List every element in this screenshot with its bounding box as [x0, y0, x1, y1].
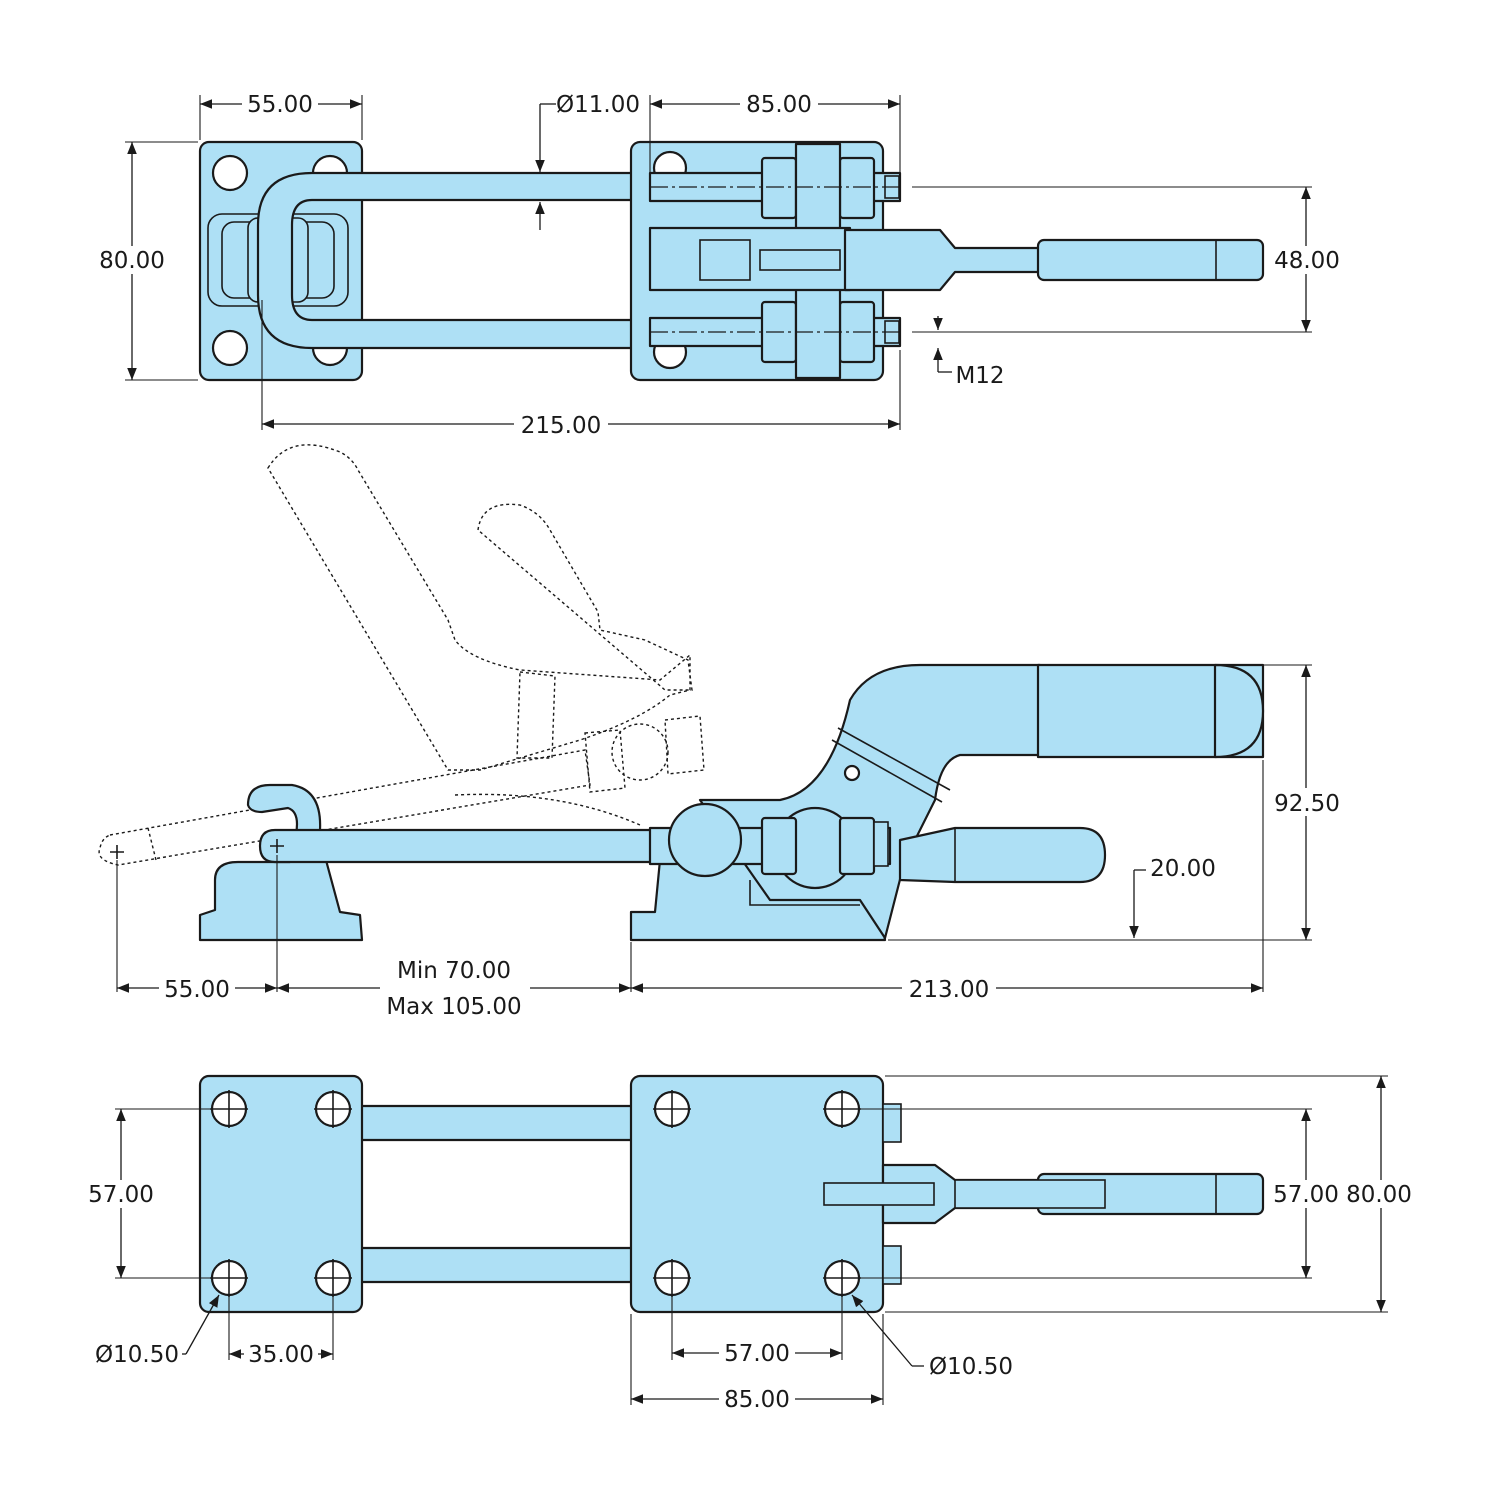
top-nut-1: [760, 156, 798, 220]
label-bg: [159, 974, 235, 1002]
dim-side-overall-length: 213.00: [909, 977, 989, 1003]
side-link-pivot: [667, 802, 743, 878]
dim-top-overall-length: 215.00: [521, 413, 601, 439]
dim-top-plate-height: 80.00: [99, 248, 165, 274]
bottom-view: [198, 1074, 1265, 1314]
label-bg: [719, 1385, 795, 1413]
bottom-linkage-tab: [823, 1182, 935, 1206]
label-bg: [514, 410, 608, 438]
side-view-dimensions: 92.50 20.00 55.00 Min 70.00 Max 105.00 2…: [116, 664, 1344, 1020]
side-nut-left: [760, 816, 798, 876]
dim-side-handle-height: 20.00: [1150, 856, 1216, 882]
top-handle-arm: [843, 228, 1042, 292]
dim-line-bottom-left-diameter: [185, 1294, 220, 1355]
dim-bottom-right-plate-width: 85.00: [724, 1387, 790, 1413]
ghost-lower-arc: [454, 793, 641, 826]
bottom-rod-upper: [358, 1104, 634, 1142]
label-bg: [740, 90, 818, 118]
label-bg: [244, 1340, 318, 1368]
top-linkage-inner: [699, 239, 751, 281]
hook-center-mark: [270, 839, 284, 853]
dim-bottom-right-hole-spacing: 57.00: [1273, 1182, 1339, 1208]
top-u-rod: [256, 171, 654, 350]
bottom-hole-center-marks: [210, 1090, 861, 1297]
bottom-rod-end-lower: [882, 1245, 902, 1285]
dim-bottom-right-plate-height: 80.00: [1346, 1182, 1412, 1208]
ghost-handle-high: [267, 444, 691, 771]
top-view: [198, 140, 1265, 382]
dim-top-left-plate-width: 55.00: [247, 92, 313, 118]
ghost-handle-low: [477, 503, 693, 691]
side-lower-handle: [898, 826, 1107, 884]
bottom-left-base-plate: [198, 1074, 364, 1314]
ghost-rod-seam: [147, 827, 157, 861]
bottom-lower-handle: [954, 1179, 1106, 1209]
dim-top-right-plate-width: 85.00: [746, 92, 812, 118]
side-left-hook-base: [198, 836, 364, 942]
side-handle-seam-2: [831, 739, 943, 803]
ghost-rod: [98, 749, 591, 866]
dim-side-hook-offset: 55.00: [164, 977, 230, 1003]
dim-bottom-left-hole-spacing: 57.00: [88, 1182, 154, 1208]
top-handle-grip: [1036, 238, 1265, 282]
top-nut-2: [838, 156, 876, 220]
side-handle-grip-end: [1213, 663, 1265, 759]
label-bg: [96, 246, 170, 274]
dim-bottom-right-hole-pitch: 57.00: [724, 1341, 790, 1367]
side-main-rod: [258, 828, 662, 864]
dim-bottom-left-hole-diameter: Ø10.50: [95, 1342, 179, 1368]
ghost-nut-1: [584, 729, 626, 793]
label-bg: [1270, 246, 1344, 274]
label-bg: [242, 90, 318, 118]
label-bg: [1270, 1180, 1344, 1208]
ghost-nut-2: [664, 715, 705, 775]
label-bg: [719, 1339, 795, 1367]
side-view: [98, 444, 1265, 942]
label-bg: [1346, 1180, 1416, 1208]
dim-top-bolt-diameter: Ø11.00: [556, 92, 640, 118]
dim-side-min-reach: Min 70.00: [397, 958, 511, 984]
dim-line-bottom-right-diameter: [851, 1294, 913, 1367]
side-rod-end: [873, 821, 889, 867]
label-bg: [380, 976, 530, 1000]
dim-side-max-reach: Max 105.00: [386, 994, 521, 1020]
bottom-view-dimensions: 57.00 Ø10.50 35.00 57.00 80.00 57.00 Ø10…: [84, 1075, 1416, 1413]
bottom-rod-lower: [358, 1246, 634, 1284]
ghost-ball: [611, 723, 669, 781]
dim-bottom-right-hole-diameter: Ø10.50: [929, 1354, 1013, 1380]
ghost-link: [516, 671, 556, 759]
label-bg: [84, 1180, 158, 1208]
top-linkage-pin: [759, 249, 841, 271]
label-bg: [1270, 788, 1344, 816]
bottom-rod-end-upper: [882, 1103, 902, 1143]
top-view-dimensions: 55.00 Ø11.00 85.00 80.00 48.00 M12 215.0…: [96, 90, 1344, 439]
label-bg: [902, 974, 996, 1002]
ghost-hook-center-mark: [110, 845, 124, 859]
top-left-hole-1: [211, 154, 249, 192]
side-handle-pivot-hole: [843, 764, 861, 782]
dim-bottom-left-hole-pitch: 35.00: [248, 1342, 314, 1368]
side-handle-seam-1: [837, 727, 951, 791]
side-base-step: [749, 880, 860, 906]
dim-side-height: 92.50: [1274, 791, 1340, 817]
top-left-hole-3: [211, 329, 249, 367]
side-nut-right: [838, 816, 876, 876]
side-left-hook: [246, 783, 322, 836]
dim-top-handle-width: 48.00: [1274, 248, 1340, 274]
dim-top-thread: M12: [955, 363, 1004, 389]
